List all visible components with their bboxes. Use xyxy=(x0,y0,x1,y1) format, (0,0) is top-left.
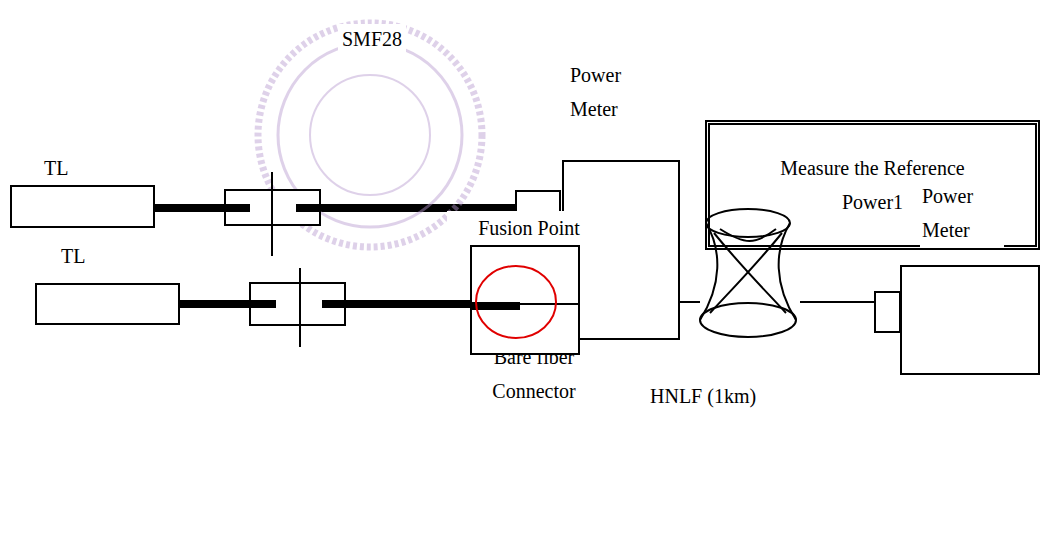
node-label: TL xyxy=(42,151,70,185)
meter-connector xyxy=(875,292,900,332)
fiber-sleeve xyxy=(250,268,345,347)
node-label: TL xyxy=(59,239,87,273)
node-label: Fusion Point xyxy=(447,211,611,245)
laser-source-box: TL xyxy=(35,283,180,325)
splice-marker xyxy=(476,266,556,338)
power-meter-box: Power Meter xyxy=(900,265,1040,375)
fiber-smf28 xyxy=(180,300,470,308)
node-label: Power Meter xyxy=(920,179,1004,247)
node-label: HNLF (1km) xyxy=(648,379,758,413)
node-label: Power Meter xyxy=(568,58,652,126)
coil-drawing xyxy=(700,205,800,340)
laser-source-box: TL xyxy=(10,185,155,228)
fiber-sleeve xyxy=(225,172,320,256)
fusion-splice-box: Fusion Point xyxy=(470,245,580,355)
fiber-coil: HNLF (1km) xyxy=(700,205,800,340)
fiber-name: SMF28 xyxy=(338,24,406,54)
splice-drawing xyxy=(472,247,578,353)
